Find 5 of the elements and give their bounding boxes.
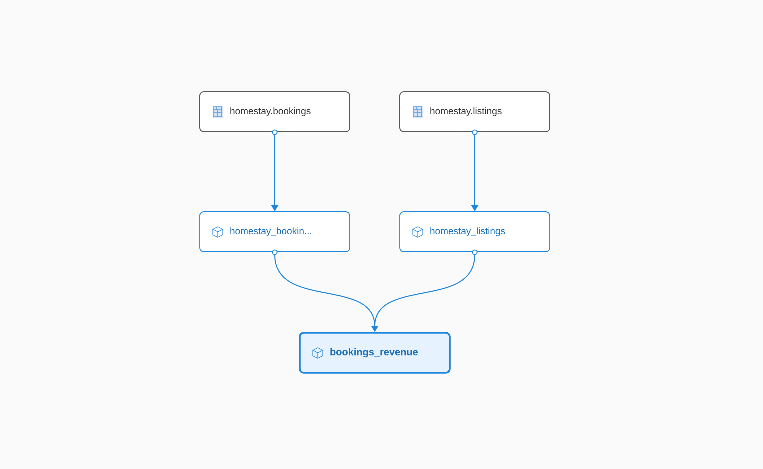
model-box: homestay_bookin... xyxy=(200,212,350,256)
model-box: homestay.bookings xyxy=(200,92,350,136)
model-box: homestay.listings xyxy=(400,92,550,136)
model-box: bookings_revenue xyxy=(299,332,451,374)
model-box: homestay_listings xyxy=(400,212,550,256)
